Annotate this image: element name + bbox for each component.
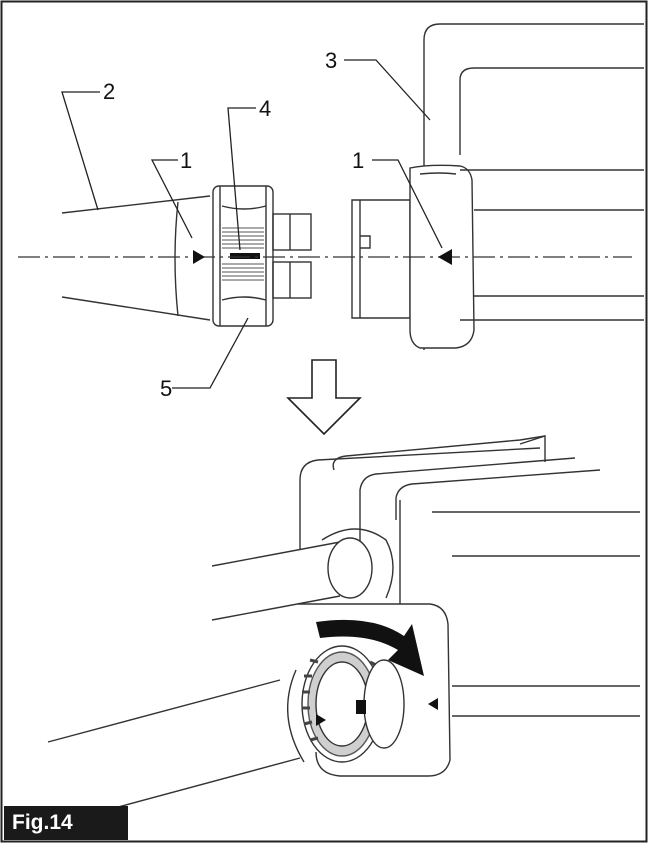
down-arrow-icon — [286, 359, 362, 436]
callout-1-body: 1 — [352, 148, 364, 173]
callout-3: 3 — [325, 48, 337, 73]
callout-5: 5 — [160, 376, 172, 401]
leader-lines — [61, 59, 443, 389]
coupling-ring-assembled — [301, 645, 405, 763]
hose-part — [61, 195, 211, 321]
rotate-arrow-icon — [316, 619, 424, 676]
machine-frame — [299, 435, 640, 717]
hose-arrow-mark-assembled — [316, 714, 326, 726]
plug-pins — [272, 213, 312, 299]
machine-body — [409, 23, 644, 350]
body-arrow-mark-assembled — [428, 698, 438, 710]
hose-arrow-mark — [193, 250, 205, 264]
figure-label: Fig.14 — [4, 806, 128, 840]
callout-4: 4 — [259, 96, 271, 121]
callout-1-hose: 1 — [180, 148, 192, 173]
exploded-view — [18, 23, 644, 350]
handle-bar — [211, 528, 394, 621]
body-arrow-mark — [438, 249, 452, 265]
socket-sleeve — [351, 199, 411, 319]
callout-2: 2 — [103, 79, 115, 104]
hose-assembled — [47, 669, 305, 821]
alignment-marker — [230, 253, 260, 259]
assembled-view — [47, 435, 640, 821]
